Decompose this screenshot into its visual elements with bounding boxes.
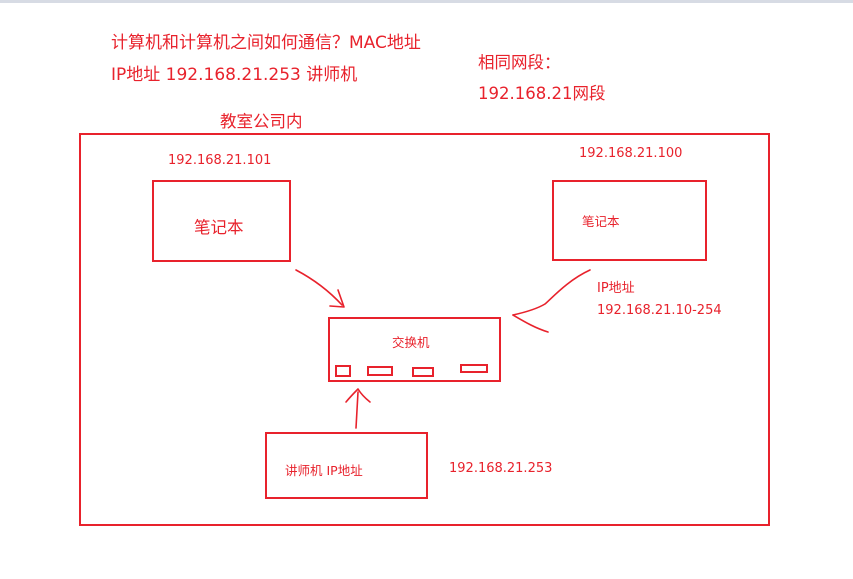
laptop-left-label: 笔记本 bbox=[194, 218, 244, 237]
teacher-ip-note: IP地址 192.168.21.253 讲师机 bbox=[111, 65, 358, 85]
switch-port-1 bbox=[335, 365, 351, 377]
teacher-ip: 192.168.21.253 bbox=[449, 461, 553, 476]
laptop-left-box: 笔记本 bbox=[152, 180, 291, 262]
ip-range-value: 192.168.21.10-254 bbox=[597, 303, 722, 318]
same-segment-label: 相同网段： bbox=[478, 53, 561, 72]
question-note: 计算机和计算机之间如何通信？MAC地址 bbox=[111, 33, 421, 53]
room-boundary bbox=[79, 133, 770, 526]
laptop-left-ip: 192.168.21.101 bbox=[168, 153, 272, 168]
teacher-box: 讲师机 IP地址 bbox=[265, 432, 428, 499]
switch-port-4 bbox=[460, 364, 488, 373]
laptop-right-label: 笔记本 bbox=[582, 214, 620, 229]
ip-range-label: IP地址 bbox=[597, 281, 635, 296]
segment-note: 192.168.21网段 bbox=[478, 84, 606, 103]
teacher-label: 讲师机 IP地址 bbox=[285, 463, 363, 478]
switch-label: 交换机 bbox=[392, 335, 430, 350]
arrow-left-laptop-to-switch bbox=[295, 269, 345, 308]
switch-port-3 bbox=[412, 367, 434, 377]
arrow-teacher-to-switch bbox=[345, 388, 371, 429]
switch-box: 交换机 bbox=[328, 317, 501, 382]
switch-port-2 bbox=[367, 366, 393, 376]
laptop-right-box: 笔记本 bbox=[552, 180, 707, 261]
top-border-line bbox=[0, 0, 853, 3]
room-label: 教室公司内 bbox=[220, 112, 303, 131]
laptop-right-ip: 192.168.21.100 bbox=[579, 146, 683, 161]
arrow-right-laptop-to-switch bbox=[512, 269, 591, 333]
